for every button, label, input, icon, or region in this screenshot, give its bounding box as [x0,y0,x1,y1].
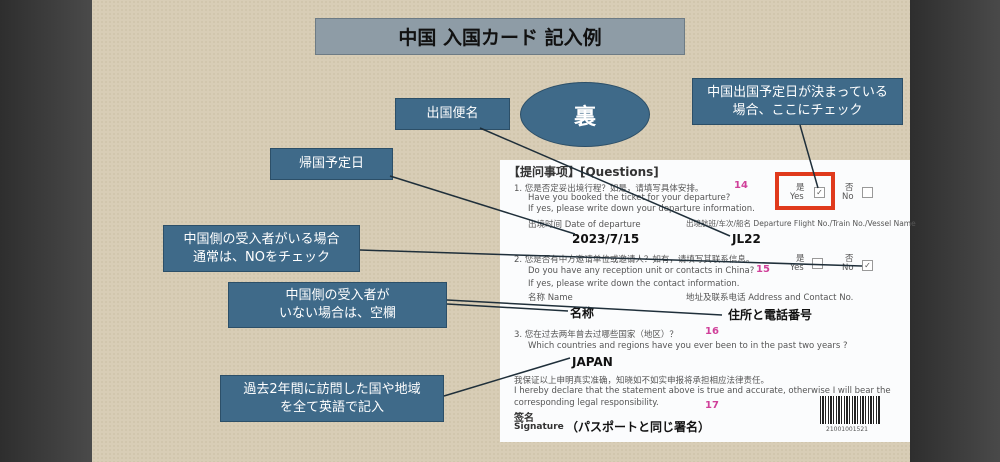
flight-value: JL22 [732,232,761,246]
label-text: を全て英語で記入 [279,399,384,415]
q1-yes-zh: 是 [796,183,805,193]
q3-zh: 3. 您在过去两年曾去过哪些国家（地区）？ [514,330,678,340]
q1-no-zh: 否 [845,183,854,193]
label-text: 過去2年間に訪問した国や地域 [243,381,421,397]
page-title: 中国 入国カード 記入例 [315,18,685,55]
label-text: 中国出国予定日が決まっている [707,84,888,100]
right-margin [910,0,1000,462]
q2-address-label: 地址及联系电话 Address and Contact No. [686,293,854,303]
label-past-two-years: 過去2年間に訪問した国や地域を全て英語で記入 [220,375,444,422]
q2-yes-checkbox[interactable] [812,258,823,269]
label-has-host: 中国側の受入者がいる場合通常は、NOをチェック [163,225,360,272]
q2-en: Do you have any reception unit or contac… [528,266,755,276]
back-side-badge: 裏 [520,82,650,147]
signature-note: （パスポートと同じ署名） [566,420,711,434]
q2-no-zh: 否 [845,254,854,264]
q2-yes: Yes [790,263,804,273]
left-margin [0,0,92,462]
q1-date-label: 出境时间 Date of departure [528,220,641,230]
signature-en: Signature [514,422,564,432]
q1-en2: If yes, please write down your departure… [528,204,755,214]
q2-en2: If yes, please write down the contact in… [528,279,740,289]
q1-zh: 1. 您是否定妥出境行程？如是，请填写具体安排。 [514,184,704,194]
label-departure-decided: 中国出国予定日が決まっている場合、ここにチェック [692,78,903,125]
line-countries [443,357,571,397]
line-checkbox [799,124,819,189]
label-text: いない場合は、空欄 [278,306,396,321]
q2-number: 15 [756,264,770,275]
q2-name-label: 名称 Name [528,293,573,303]
q2-no-checkbox[interactable]: ✓ [862,260,873,271]
declaration-zh: 我保证以上申明真实准确，知晓如不如实申报将承担相应法律责任。 [514,376,770,386]
label-no-host: 中国側の受入者がいない場合は、空欄 [228,282,447,328]
q1-no-checkbox[interactable] [862,187,873,198]
q2-yes-zh: 是 [796,254,805,264]
barcode [820,396,880,424]
q3-en: Which countries and regions have you eve… [528,341,848,351]
q3-number: 16 [705,326,719,337]
q2-no: No [842,263,854,273]
label-text: 中国側の受入者がいる場合 [183,231,340,247]
q1-no: No [842,192,854,202]
line-flight [479,127,731,237]
label-text: 中国側の受入者が [285,288,390,304]
line-name [446,303,569,312]
label-text: 出国便名 [426,106,479,122]
entry-card-form: 【提问事项】[Questions] 1. 您是否定妥出境行程？如是，请填写具体安… [500,160,916,442]
declaration-en: I hereby declare that the statement abov… [514,386,891,396]
label-departure-flight: 出国便名 [395,98,510,130]
q1-en: Have you booked the ticket for your depa… [528,193,731,203]
declaration-en2: corresponding legal responsibility. [514,398,659,408]
q1-number: 14 [734,180,748,191]
name-note: 名称 [570,306,595,320]
barcode-number: 21001001521 [826,426,868,433]
q1-yes-checkbox[interactable]: ✓ [814,187,825,198]
q1-flight-label: 出境航班/车次/船名 Departure Flight No./Train No… [686,219,916,228]
q1-yes: Yes [790,192,804,202]
countries-value: JAPAN [572,355,613,369]
label-text: 帰国予定日 [298,156,364,172]
declaration-number: 17 [705,400,719,411]
address-note: 住所と電話番号 [728,308,813,322]
q2-zh: 2. 您是否有中方邀请单位或邀请人？如有，请填写其联系信息。 [514,255,755,265]
line-address [446,299,723,316]
line-date [389,175,576,235]
label-text: 場合、ここにチェック [732,102,863,118]
label-text: 通常は、NOをチェック [193,249,330,265]
line-host [359,249,863,267]
yes-checkbox-highlight [775,172,835,210]
label-return-date: 帰国予定日 [270,148,393,180]
departure-date-value: 2023/7/15 [572,232,640,246]
signature-zh: 签名 [514,413,534,424]
